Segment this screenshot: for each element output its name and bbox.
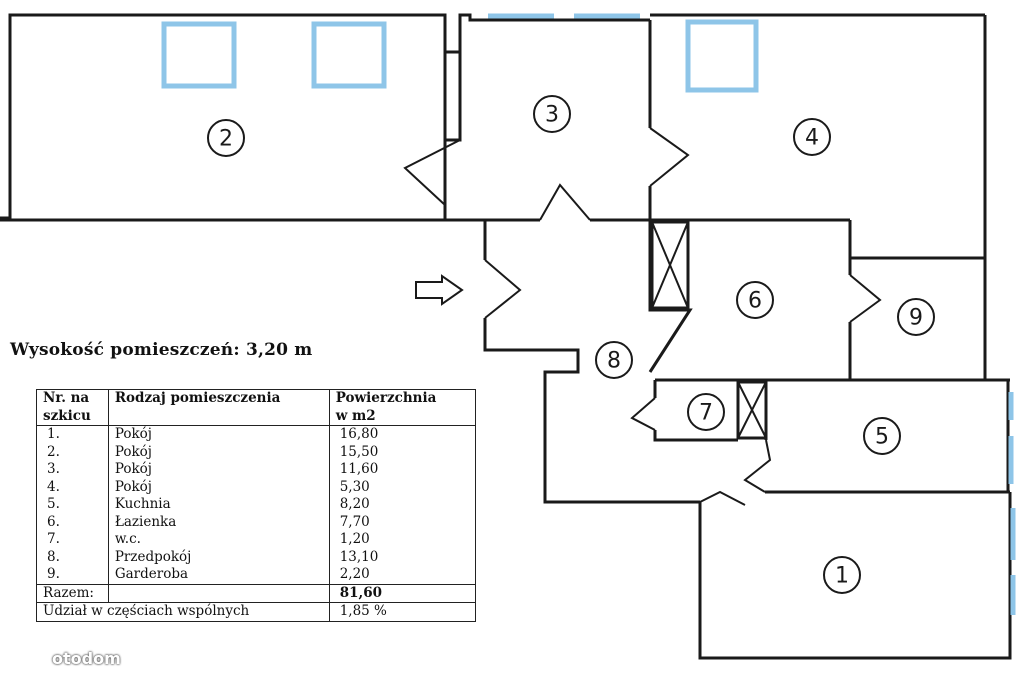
vent-shaft-1 [650, 220, 690, 310]
row-nr: 7. [36, 531, 109, 549]
skylight-1 [161, 21, 237, 89]
row-nr: 1. [36, 425, 109, 444]
room-marker-1: 1 [823, 556, 861, 594]
row-nr: 2. [36, 443, 109, 461]
row-area: 7,70 [339, 513, 370, 530]
room-marker-3: 3 [533, 95, 571, 133]
total-value: 81,60 [329, 583, 476, 603]
row-type: Kuchnia [108, 496, 330, 514]
table-row: 3.Pokój 11,60 [36, 461, 476, 479]
room-8-walls [483, 220, 700, 504]
room-7-walls [630, 380, 738, 442]
room-marker-4: 4 [793, 118, 831, 156]
room-number-3: 3 [545, 103, 559, 128]
room-1-walls [698, 490, 1012, 660]
table-shares-row: Udział w częściach wspólnych 1,85 % [36, 602, 476, 621]
total-label: Razem: [36, 583, 109, 603]
row-nr: 8. [36, 548, 109, 566]
row-area: 8,20 [339, 496, 370, 512]
table-row: 9.Garderoba 2,20 [36, 566, 476, 584]
room-marker-5: 5 [863, 417, 901, 455]
table-row: 2.Pokój 15,50 [36, 443, 476, 461]
row-area: 15,50 [339, 443, 379, 460]
room-marker-8: 8 [595, 341, 633, 379]
room-marker-6: 6 [736, 281, 774, 319]
vent-shaft-2 [736, 380, 768, 440]
shares-label: Udział w częściach wspólnych [36, 602, 330, 621]
row-area: 1,20 [339, 531, 370, 547]
watermark-logo: otodom [52, 649, 121, 668]
row-area: 11,60 [339, 461, 379, 477]
room-3-walls [403, 13, 650, 222]
table-total-row: Razem: 81,60 [36, 583, 476, 603]
row-type: Przedpokój [108, 548, 330, 566]
row-type: Łazienka [108, 513, 330, 531]
row-area: 16,80 [339, 426, 379, 442]
room-number-5: 5 [875, 425, 889, 450]
room-height-label: Wysokość pomieszczeń: 3,20 m [10, 340, 313, 360]
room-2-walls [0, 13, 540, 222]
door-3-hall [539, 183, 591, 221]
room-number-9: 9 [909, 306, 923, 331]
table-row: 4.Pokój 5,30 [36, 478, 476, 496]
room-number-8: 8 [607, 349, 621, 374]
room-6-walls [655, 222, 1010, 382]
row-type: Pokój [108, 425, 330, 444]
room-marker-2: 2 [207, 119, 245, 157]
row-area: 2,20 [339, 566, 370, 582]
table-row: 5.Kuchnia 8,20 [36, 496, 476, 514]
room-marker-9: 9 [897, 298, 935, 336]
table-row: 8.Przedpokój 13,10 [36, 548, 476, 566]
room-number-7: 7 [699, 401, 713, 426]
row-nr: 6. [36, 513, 109, 531]
row-type: Pokój [108, 443, 330, 461]
header-type: Rodzaj pomieszczenia [108, 389, 330, 426]
table-row: 7.w.c. 1,20 [36, 531, 476, 549]
row-nr: 9. [36, 566, 109, 584]
room-number-4: 4 [805, 126, 819, 151]
shares-value: 1,85 % [329, 602, 476, 621]
row-type: Garderoba [108, 566, 330, 584]
room-4-walls [648, 13, 987, 260]
row-nr: 3. [36, 461, 109, 479]
row-area: 13,10 [339, 548, 379, 565]
row-nr: 4. [36, 478, 109, 496]
row-type: Pokój [108, 478, 330, 496]
skylight-2 [311, 21, 387, 89]
room-number-1: 1 [835, 564, 849, 589]
room-number-6: 6 [748, 289, 762, 314]
row-nr: 5. [36, 496, 109, 514]
table-row: 6.Łazienka 7,70 [36, 513, 476, 531]
room-number-2: 2 [219, 127, 233, 152]
skylight-3 [685, 19, 759, 93]
table-row: 1.Pokój 16,80 [36, 425, 476, 444]
room-marker-7: 7 [687, 393, 725, 431]
entrance-arrow-icon [415, 274, 464, 306]
room-5-walls [743, 380, 1010, 494]
row-type: Pokój [108, 461, 330, 479]
row-type: w.c. [108, 531, 330, 549]
row-area: 5,30 [339, 478, 370, 495]
